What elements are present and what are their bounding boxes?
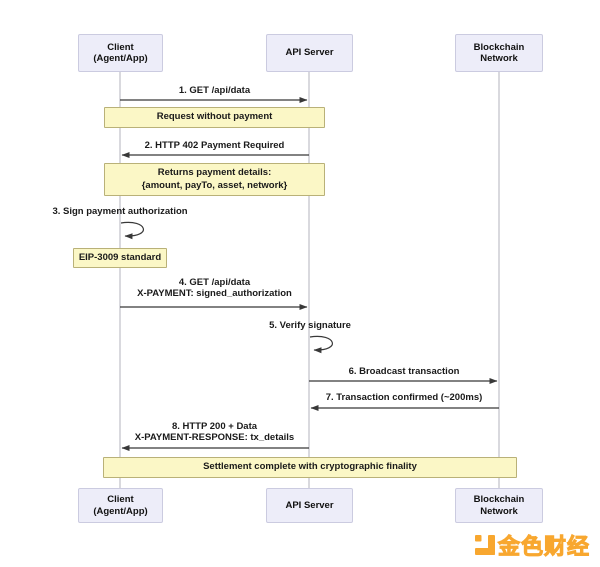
actor-blockchain-top: Blockchain Network xyxy=(455,34,543,72)
note-eip-3009-standard: EIP-3009 standard xyxy=(73,248,167,268)
watermark-text: 金色财经 xyxy=(497,534,590,560)
actor-client-top: Client (Agent/App) xyxy=(78,34,163,72)
message-label-8: 8. HTTP 200 + Data X-PAYMENT-RESPONSE: t… xyxy=(134,421,295,443)
message-label-2: 2. HTTP 402 Payment Required xyxy=(144,140,285,151)
actor-api-server-top: API Server xyxy=(266,34,353,72)
note-settlement-complete: Settlement complete with cryptographic f… xyxy=(103,457,517,478)
actor-client-bottom: Client (Agent/App) xyxy=(78,488,163,523)
message-label-1: 1. GET /api/data xyxy=(178,85,251,96)
message-label-3: 3. Sign payment authorization xyxy=(52,206,188,217)
actor-api-server-bottom: API Server xyxy=(266,488,353,523)
message-label-4: 4. GET /api/data X-PAYMENT: signed_autho… xyxy=(137,277,292,299)
note-returns-payment-details: Returns payment details: {amount, payTo,… xyxy=(104,163,325,196)
site-watermark: 金色财经 xyxy=(474,529,590,561)
watermark-logo-icon xyxy=(474,535,495,555)
note-request-without-payment: Request without payment xyxy=(104,107,325,128)
self-loop-verify-signature xyxy=(309,335,334,354)
message-label-5: 5. Verify signature xyxy=(269,320,351,331)
actor-blockchain-bottom: Blockchain Network xyxy=(455,488,543,523)
message-label-7: 7. Transaction confirmed (~200ms) xyxy=(325,392,483,403)
message-label-6: 6. Broadcast transaction xyxy=(348,366,460,377)
self-loop-sign-authorization xyxy=(120,221,145,240)
